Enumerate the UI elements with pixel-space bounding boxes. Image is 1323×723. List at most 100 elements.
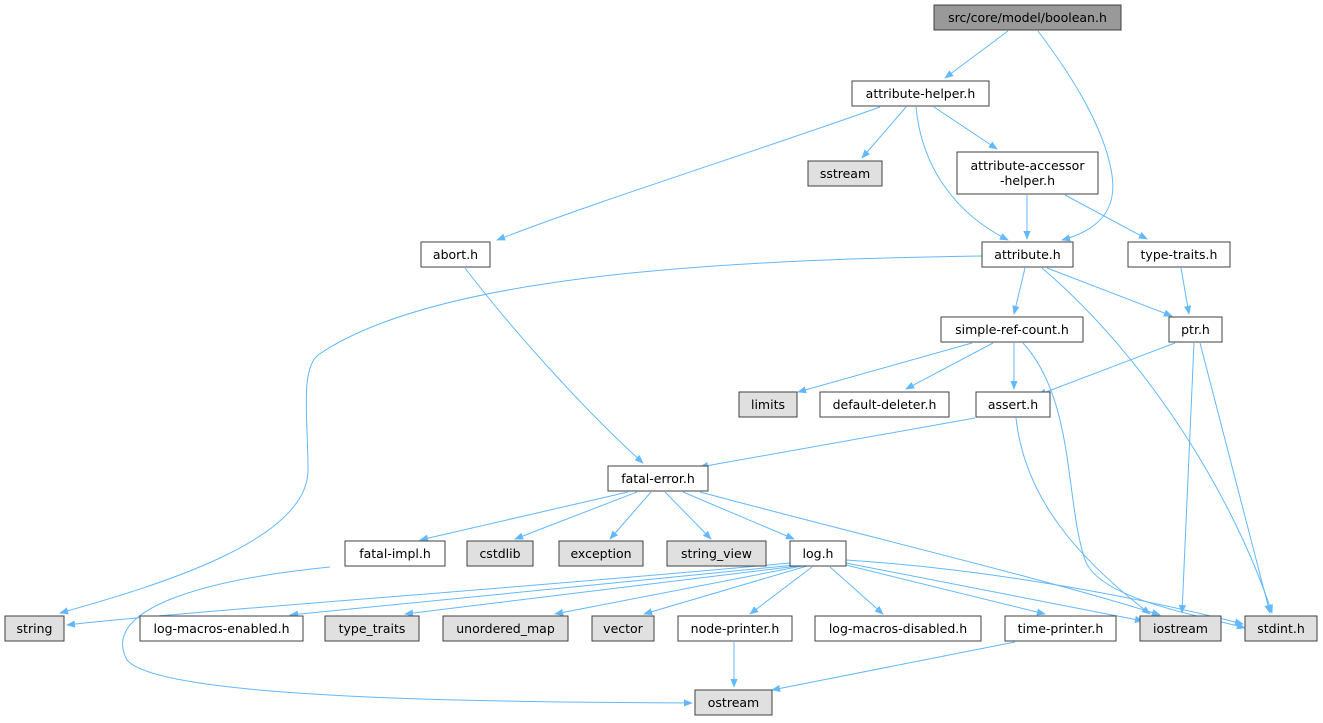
node-limits: limits <box>738 391 798 418</box>
node-label: type_traits <box>339 621 406 636</box>
node-stdint: stdint.h <box>1244 615 1318 642</box>
node-label: time-printer.h <box>1018 621 1104 636</box>
node-time-printer[interactable]: time-printer.h <box>1004 615 1117 642</box>
edge-log-to-unordered-map <box>554 565 803 616</box>
node-type-traits-h[interactable]: type-traits.h <box>1127 241 1231 268</box>
node-label: log.h <box>803 546 834 561</box>
node-label: stdint.h <box>1257 621 1305 636</box>
edge-attribute-to-string <box>59 255 983 615</box>
edge-fatal-error-to-string-view <box>664 491 712 540</box>
node-box <box>694 689 773 716</box>
node-label: log-macros-enabled.h <box>153 621 289 636</box>
node-box <box>558 540 644 567</box>
node-sstream: sstream <box>807 160 883 187</box>
node-label: ptr.h <box>1181 322 1210 337</box>
node-node-printer[interactable]: node-printer.h <box>677 615 793 642</box>
node-log-macros-enabled[interactable]: log-macros-enabled.h <box>139 615 304 642</box>
node-box <box>591 615 655 642</box>
node-label: default-deleter.h <box>833 397 937 412</box>
edge-simple-ref-count-to-stdint <box>1022 342 1246 630</box>
node-box <box>344 540 446 567</box>
node-box <box>851 80 990 107</box>
file-nodes: src/core/model/boolean.h attribute-helper… <box>4 4 1318 716</box>
node-type-traits: type_traits <box>324 615 420 642</box>
node-ptr[interactable]: ptr.h <box>1168 316 1223 343</box>
edge-log-to-type-traits <box>404 565 799 617</box>
node-box <box>1127 241 1231 268</box>
node-box <box>940 316 1084 343</box>
node-vector: vector <box>591 615 655 642</box>
node-abort[interactable]: abort.h <box>420 241 491 268</box>
dependency-edges <box>59 30 1273 707</box>
edge-boolean-to-attribute-helper <box>944 30 1009 79</box>
node-log[interactable]: log.h <box>789 540 847 567</box>
edge-log-to-time-printer <box>845 564 1046 616</box>
node-box <box>789 540 847 567</box>
node-attribute-helper[interactable]: attribute-helper.h <box>851 80 990 107</box>
node-exception: exception <box>558 540 644 567</box>
node-box <box>981 241 1074 268</box>
node-label: fatal-error.h <box>621 471 695 486</box>
edge-type-traits-h-to-ptr <box>1180 267 1192 315</box>
edge-simple-ref-count-to-default-deleter <box>905 342 994 390</box>
node-box <box>466 540 534 567</box>
node-log-macros-disabled[interactable]: log-macros-disabled.h <box>814 615 982 642</box>
edge-boolean-to-attribute <box>1037 30 1114 242</box>
node-box <box>442 615 569 642</box>
node-cstdlib: cstdlib <box>466 540 534 567</box>
edge-fatal-error-to-log <box>682 491 795 540</box>
node-default-deleter[interactable]: default-deleter.h <box>819 391 950 418</box>
node-box <box>1004 615 1117 642</box>
node-simple-ref-count[interactable]: simple-ref-count.h <box>940 316 1084 343</box>
node-box <box>1244 615 1318 642</box>
node-label: assert.h <box>988 397 1038 412</box>
node-box <box>1139 615 1222 642</box>
node-attribute[interactable]: attribute.h <box>981 241 1074 268</box>
edge-attribute-helper-to-abort <box>496 106 881 241</box>
edge-fatal-error-to-fatal-impl <box>419 491 629 542</box>
node-attribute-accessor-helper[interactable]: attribute-accessor-helper.h <box>956 151 1099 195</box>
node-label: exception <box>570 546 631 561</box>
node-label: type-traits.h <box>1141 247 1218 262</box>
node-label: unordered_map <box>456 621 555 636</box>
node-label: limits <box>751 397 785 412</box>
node-box <box>956 151 1099 195</box>
node-unordered-map: unordered_map <box>442 615 569 642</box>
edge-attribute-to-stdint <box>1041 267 1273 614</box>
edge-attribute-to-simple-ref-count <box>1012 267 1026 315</box>
edge-attribute-helper-to-sstream <box>861 106 907 159</box>
node-iostream: iostream <box>1139 615 1222 642</box>
node-label: fatal-impl.h <box>359 546 431 561</box>
node-fatal-error[interactable]: fatal-error.h <box>607 465 709 492</box>
edge-log-to-vector <box>643 565 808 616</box>
node-label: cstdlib <box>479 546 520 561</box>
node-box <box>420 241 491 268</box>
node-label: -helper.h <box>1000 173 1055 188</box>
node-box <box>975 391 1051 418</box>
edge-log-to-string <box>66 562 791 628</box>
node-label: iostream <box>1153 621 1208 636</box>
node-assert[interactable]: assert.h <box>975 391 1051 418</box>
node-label: abort.h <box>433 247 478 262</box>
edge-assert-to-fatal-error <box>699 417 976 470</box>
node-label: string_view <box>681 546 752 561</box>
node-box <box>607 465 709 492</box>
node-label: string <box>17 621 53 636</box>
edge-log-to-log-macros-enabled <box>289 564 796 618</box>
node-fatal-impl[interactable]: fatal-impl.h <box>344 540 446 567</box>
edge-fatal-error-to-iostream <box>699 491 1161 616</box>
edge-log-to-iostream <box>845 562 1144 623</box>
node-box <box>666 540 767 567</box>
node-boolean[interactable]: src/core/model/boolean.h <box>933 4 1122 31</box>
node-label: src/core/model/boolean.h <box>948 10 1107 25</box>
edge-fatal-error-to-cstdlib <box>514 491 638 540</box>
edge-attribute-helper-to-attribute-accessor-helper <box>933 106 998 150</box>
edge-fatal-error-to-exception <box>609 491 652 540</box>
node-label: attribute-accessor <box>971 158 1086 173</box>
node-string: string <box>4 615 65 642</box>
node-label: node-printer.h <box>691 621 780 636</box>
node-box <box>324 615 420 642</box>
edge-ptr-to-stdint <box>1199 342 1272 614</box>
edge-attribute-to-ptr <box>1046 267 1173 317</box>
